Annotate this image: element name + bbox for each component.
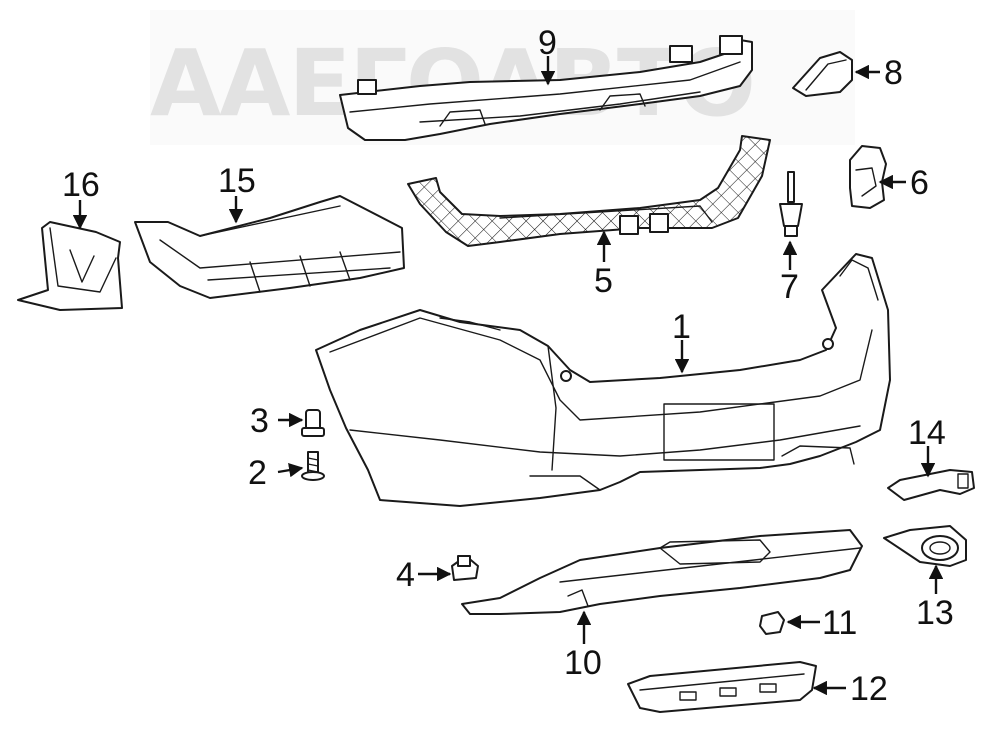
- part-9-upper-beam: [339, 35, 753, 141]
- leader-2: [277, 463, 304, 478]
- callout-12: 12: [850, 670, 888, 708]
- part-15-under-tray: [134, 195, 405, 299]
- callout-2: 2: [248, 454, 267, 492]
- callout-14: 14: [908, 414, 946, 452]
- part-14-mounting-bracket: [887, 469, 975, 501]
- part-1-bumper-cover: [315, 253, 891, 507]
- callout-leaders: [72, 56, 944, 696]
- part-3-clip: [301, 409, 325, 437]
- callout-6: 6: [910, 164, 929, 202]
- callout-4: 4: [396, 556, 415, 594]
- callout-labels: 1 2 3 4 5 6 7 8 9 10 11 12 13 14 15 16: [62, 24, 954, 708]
- callout-15: 15: [218, 162, 256, 200]
- part-16-side-bracket: [17, 221, 123, 311]
- callout-11: 11: [822, 604, 857, 642]
- callout-8: 8: [884, 54, 903, 92]
- part-10-lower-valance: [461, 529, 863, 615]
- callout-13: 13: [916, 594, 954, 632]
- part-8-bracket: [792, 51, 853, 97]
- callout-7: 7: [780, 268, 799, 306]
- part-5-lattice-support: [407, 135, 771, 247]
- part-13-exhaust-bezel: [883, 525, 967, 567]
- part-2-screw: [301, 451, 325, 481]
- part-4-retainer: [451, 555, 479, 581]
- part-12-lower-shield: [627, 661, 817, 713]
- callout-1: 1: [672, 308, 691, 346]
- callout-5: 5: [594, 262, 613, 300]
- watermark-logo: AAEГOABTO: [150, 10, 855, 145]
- part-11-nut: [759, 611, 785, 635]
- callout-16: 16: [62, 166, 100, 204]
- callout-9: 9: [538, 24, 557, 62]
- callout-3: 3: [250, 402, 269, 440]
- part-7-push-pin: [779, 171, 803, 237]
- part-6-bracket: [849, 145, 887, 209]
- callout-10: 10: [564, 644, 602, 682]
